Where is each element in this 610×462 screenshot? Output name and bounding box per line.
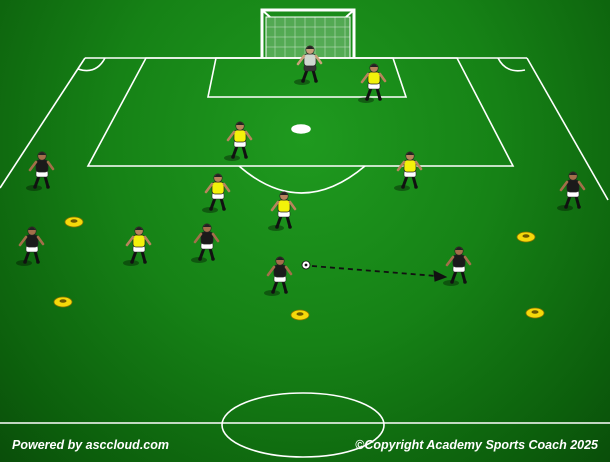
pitch-markings bbox=[0, 57, 610, 458]
powered-by-text: Powered by asccloud.com bbox=[12, 438, 169, 452]
touchline-left bbox=[0, 57, 86, 189]
yellow-player bbox=[224, 121, 253, 161]
cone bbox=[525, 307, 545, 319]
penalty-area bbox=[86, 57, 515, 167]
cone bbox=[53, 296, 73, 308]
corner-arc-left bbox=[77, 57, 106, 72]
corner-arc-right bbox=[497, 57, 526, 72]
yellow-player bbox=[394, 151, 423, 191]
yellow-player bbox=[268, 191, 297, 231]
black-player bbox=[264, 256, 293, 296]
yellow-player bbox=[123, 226, 152, 266]
black-player bbox=[443, 246, 472, 286]
goal bbox=[260, 8, 356, 59]
penalty-spot bbox=[291, 124, 311, 134]
black-player bbox=[557, 171, 586, 211]
copyright-text: ©Copyright Academy Sports Coach 2025 bbox=[355, 438, 598, 452]
yellow-player bbox=[358, 63, 387, 103]
cone bbox=[516, 231, 536, 243]
goalkeeper bbox=[294, 45, 323, 85]
cone bbox=[290, 309, 310, 321]
touchline-right bbox=[526, 57, 609, 201]
black-player bbox=[26, 151, 55, 191]
players-layer bbox=[16, 45, 586, 296]
ball-layer bbox=[301, 260, 311, 270]
cones-layer bbox=[53, 216, 545, 321]
pass-arrow bbox=[311, 265, 448, 282]
yellow-player bbox=[202, 173, 231, 213]
black-player bbox=[16, 226, 45, 266]
black-player bbox=[191, 223, 220, 263]
center-circle bbox=[221, 392, 385, 458]
penalty-arc bbox=[238, 165, 366, 194]
ball bbox=[301, 260, 311, 270]
goal-frame bbox=[260, 8, 356, 58]
cone bbox=[64, 216, 84, 228]
